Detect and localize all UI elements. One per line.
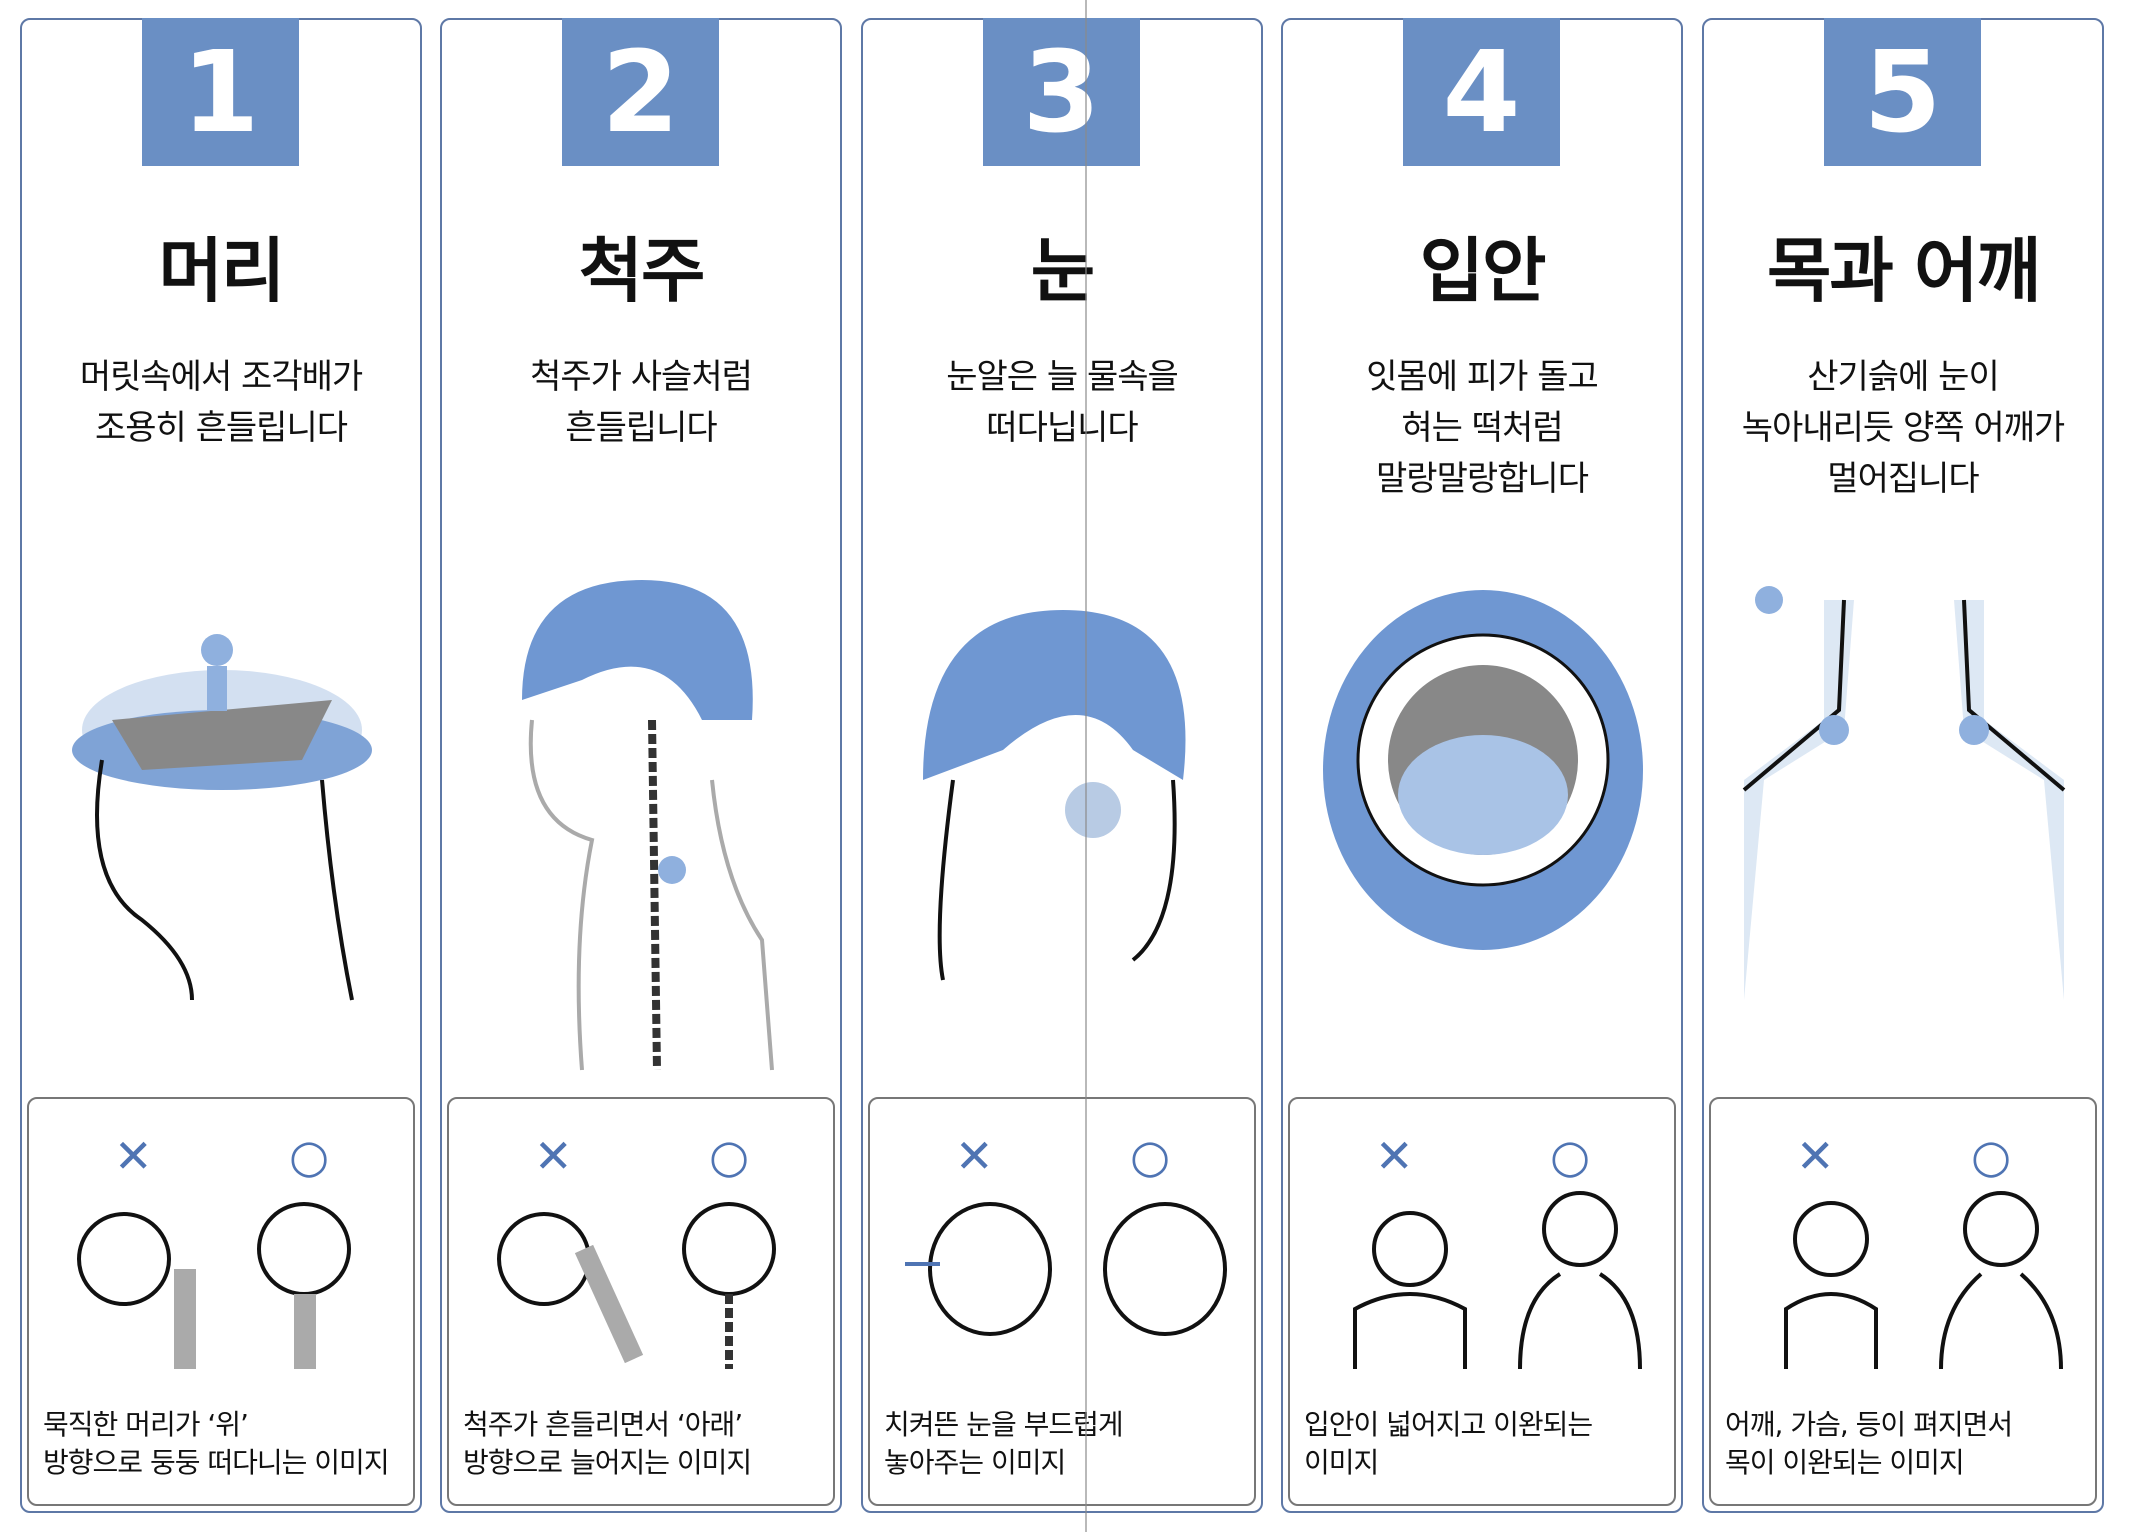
- snowy-shoulders-illustration: [1742, 586, 2066, 1000]
- comparison-box: ✕ ○ 묵직한 머리가 ‘위’방향으로 둥둥 떠다니는 이미지: [27, 1097, 415, 1506]
- right-mark: ○: [1550, 1129, 1591, 1183]
- posture-illustration: [77, 1202, 351, 1369]
- panel-title: 눈: [1030, 230, 1095, 312]
- step-number: 5: [1824, 18, 1981, 166]
- right-mark: ○: [1130, 1129, 1171, 1183]
- posture-illustration: [497, 1202, 776, 1369]
- right-mark: ○: [1971, 1129, 2012, 1183]
- mouth-illustration: [1323, 590, 1643, 950]
- wrong-mark: ✕: [1796, 1129, 1835, 1183]
- step-number: 1: [142, 18, 299, 166]
- wrong-mark: ✕: [534, 1129, 573, 1183]
- panel-title: 입안: [1419, 230, 1547, 312]
- step-number: 3: [983, 18, 1140, 166]
- panel-title: 목과 어깨: [1767, 230, 2041, 312]
- comparison-box: ✕ ○ 척주가 흔들리면서 ‘아래’방향으로 늘어지는 이미지: [447, 1097, 835, 1506]
- wrong-mark: ✕: [114, 1129, 153, 1183]
- step-number: 4: [1403, 18, 1560, 166]
- panel-title: 머리: [158, 230, 286, 312]
- spine-chain-illustration: [522, 580, 774, 1071]
- paper-fold-line: [1085, 0, 1087, 1532]
- caption: 묵직한 머리가 ‘위’방향으로 둥둥 떠다니는 이미지: [43, 1408, 390, 1479]
- wrong-mark: ✕: [1375, 1129, 1414, 1183]
- right-mark: ○: [289, 1129, 330, 1183]
- right-mark: ○: [709, 1129, 750, 1183]
- posture-illustration: [1353, 1191, 1642, 1369]
- wrong-mark: ✕: [955, 1129, 994, 1183]
- posture-illustration: [1784, 1191, 2063, 1369]
- panel-title: 척주: [578, 230, 706, 312]
- eye-illustration: [923, 610, 1186, 981]
- face-illustration: [905, 1202, 1227, 1336]
- step-number: 2: [562, 18, 719, 166]
- caption: 척주가 흔들리면서 ‘아래’방향으로 늘어지는 이미지: [463, 1408, 752, 1479]
- head-boat-illustration: [72, 634, 372, 1001]
